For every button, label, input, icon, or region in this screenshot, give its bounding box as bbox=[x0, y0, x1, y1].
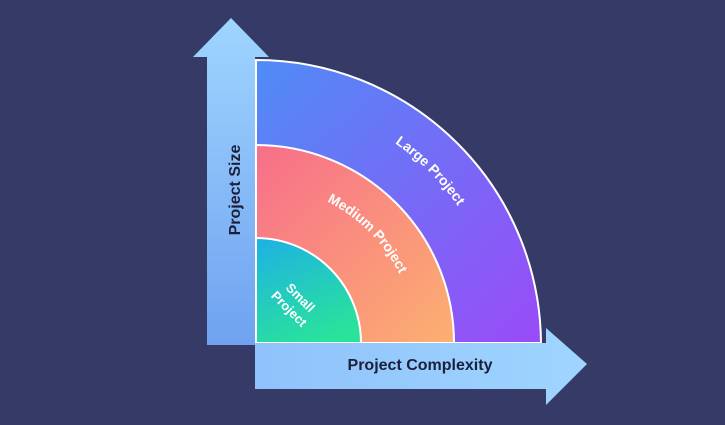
y-axis-arrow bbox=[193, 18, 269, 345]
y-axis-label: Project Size bbox=[227, 145, 244, 236]
x-axis-arrow bbox=[255, 328, 587, 405]
small-project-zone bbox=[255, 236, 363, 344]
x-axis-label: Project Complexity bbox=[348, 357, 493, 374]
